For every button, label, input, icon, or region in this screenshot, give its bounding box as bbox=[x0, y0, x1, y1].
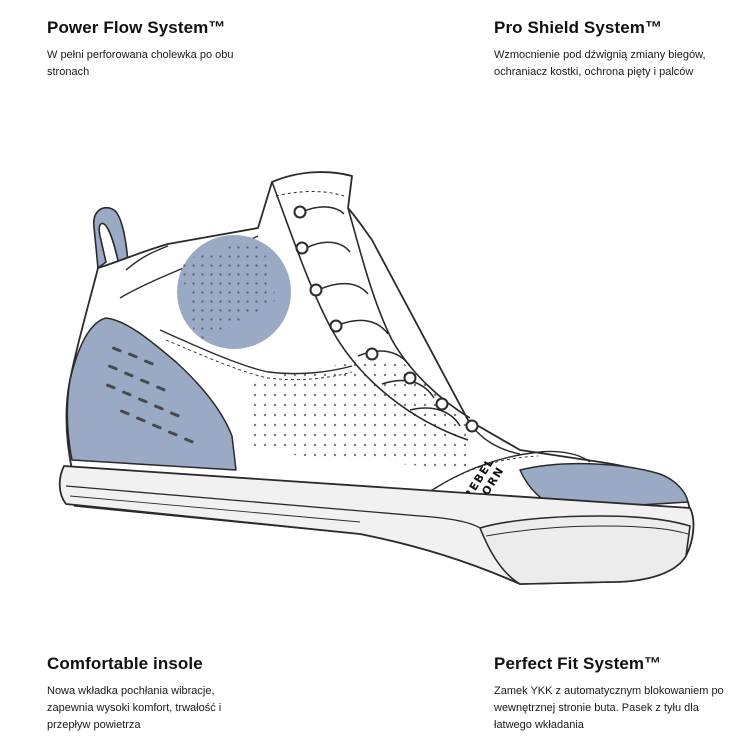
feature-comfortable-insole: Comfortable insole Nowa wkładka pochłani… bbox=[47, 654, 262, 734]
feature-description: Wzmocnienie pod dźwignią zmiany biegów, … bbox=[494, 49, 706, 78]
feature-description: Zamek YKK z automatycznym blokowaniem po… bbox=[494, 685, 724, 731]
feature-description: W pełni perforowana cholewka po obu stro… bbox=[47, 49, 234, 78]
svg-text:REBEL: REBEL bbox=[462, 455, 498, 501]
feature-description: Nowa wkładka pochłania wibracje, zapewni… bbox=[47, 685, 222, 731]
feature-title: Pro Shield System™ bbox=[494, 18, 663, 37]
feature-pro-shield: Pro Shield System™ Wzmocnienie pod dźwig… bbox=[494, 18, 729, 81]
feature-perfect-fit: Perfect Fit System™ Zamek YKK z automaty… bbox=[494, 654, 734, 734]
svg-text:HORN: HORN bbox=[474, 464, 507, 507]
heel-pull-tab bbox=[93, 206, 129, 271]
eyelets bbox=[293, 205, 479, 433]
heel-panel bbox=[66, 317, 237, 471]
feature-title: Perfect Fit System™ bbox=[494, 654, 662, 673]
shoe-sole bbox=[58, 465, 695, 585]
eyestay bbox=[271, 181, 469, 441]
ankle-protector bbox=[177, 235, 291, 349]
heel-vent-slots bbox=[106, 346, 194, 444]
feature-power-flow: Power Flow System™ W pełni perforowana c… bbox=[47, 18, 247, 81]
feature-title: Power Flow System™ bbox=[47, 18, 226, 37]
shoe-upper bbox=[65, 171, 691, 511]
laces bbox=[301, 206, 461, 427]
feature-title: Comfortable insole bbox=[47, 654, 203, 673]
toe-cap bbox=[519, 462, 689, 511]
brand-logo: REBEL HORN bbox=[462, 455, 507, 507]
